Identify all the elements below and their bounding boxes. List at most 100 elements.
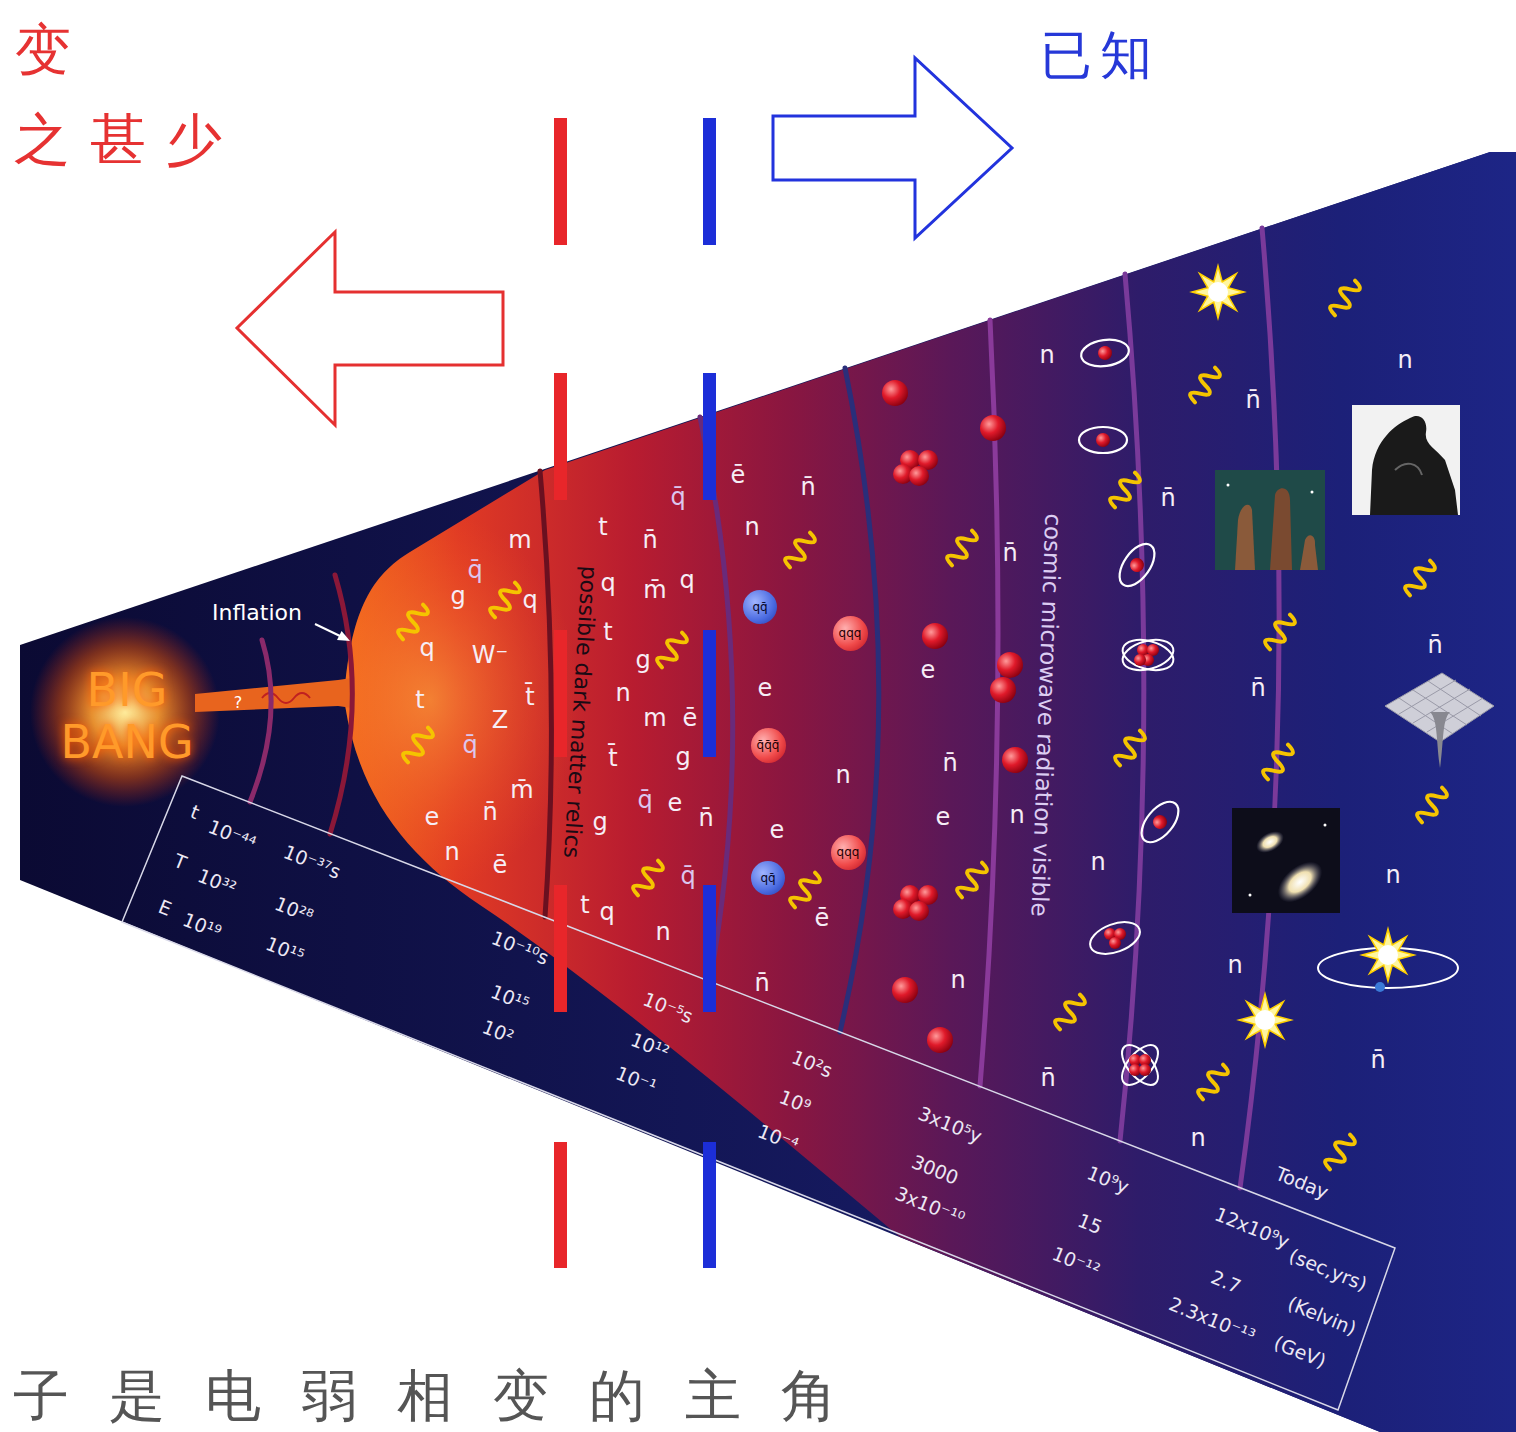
inflation-label: Inflation [212, 602, 302, 624]
particle-symbol: g [592, 810, 607, 834]
particle-symbol: m̄ [510, 778, 533, 802]
slide-text: 子是电弱相变的主角 [13, 1368, 877, 1424]
atoms [1079, 337, 1185, 1091]
quark-bound-state: qq̄ [751, 861, 785, 895]
particle-symbol: n [1039, 343, 1054, 367]
timeline-value: 10⁻¹ [613, 1063, 659, 1096]
quark-content: qqq [839, 627, 862, 639]
particle-symbol: n [950, 968, 965, 992]
particle-symbol: m [508, 528, 531, 552]
particle-symbol: n̄ [1245, 388, 1260, 412]
particle-symbol: n [835, 763, 850, 787]
particle-symbol: e [921, 658, 936, 682]
particle-symbol: n̄ [754, 971, 769, 995]
quark-bound-state: qq̄ [743, 590, 777, 624]
particle-symbol: n̄ [1370, 1048, 1385, 1072]
timeline-value: 10⁹ [777, 1087, 814, 1117]
particle-symbol: ē [493, 853, 508, 877]
particle-symbol: q [600, 571, 615, 595]
particle-symbol: n̄ [642, 528, 657, 552]
timeline-value: Today [1273, 1164, 1331, 1202]
thinker-picture [1352, 405, 1460, 515]
particle-symbol: n̄ [1160, 486, 1175, 510]
particle-symbol: q̄ [680, 864, 695, 888]
particle-symbol: n [1397, 348, 1412, 372]
particle-symbol: n̄ [1250, 676, 1265, 700]
timeline-value: 2.3x10⁻¹³ [1166, 1294, 1257, 1346]
quark-content: qq̄ [752, 601, 767, 613]
particle-symbol: n̄ [482, 800, 497, 824]
particle-symbol: W⁻ [472, 643, 508, 667]
particle-symbol: n [1009, 803, 1024, 827]
timeline-value: 10²⁸ [272, 894, 316, 926]
quark-bound-state: qqq [831, 835, 866, 870]
inflation-leader [315, 624, 350, 641]
timeline-value: (sec,yrs) [1286, 1246, 1369, 1294]
particle-symbol: g [450, 584, 465, 608]
particle-symbol: q [419, 636, 434, 660]
particle-symbol: e [936, 805, 951, 829]
boundary-dashes [554, 118, 716, 1268]
stars [1192, 266, 1458, 1046]
particle-symbol: ē [731, 463, 746, 487]
annotation-text: 已知 [1040, 29, 1160, 81]
particle-symbol: e [758, 676, 773, 700]
particle-symbol: n̄ [942, 751, 957, 775]
timeline-value: t [188, 802, 202, 822]
particle-symbol: n̄ [698, 806, 713, 830]
particle-symbol: n [655, 920, 670, 944]
particle-symbol: e [425, 805, 440, 829]
particle-symbol: n̄ [800, 475, 815, 499]
particle-symbol: q̄ [637, 788, 652, 812]
gravity-well-picture [1385, 673, 1494, 768]
particle-symbol: t [580, 893, 589, 917]
particle-symbol: n̄ [1040, 1066, 1055, 1090]
particle-symbol: t̄ [525, 685, 534, 709]
timeline-value: 10¹⁵ [263, 934, 307, 966]
particle-symbol: n [615, 681, 630, 705]
timeline-value: (GeV) [1271, 1333, 1328, 1371]
particle-symbol: n [1090, 850, 1105, 874]
particle-symbol: n̄ [1427, 633, 1442, 657]
timeline-value: 10⁻⁴⁴ [206, 817, 259, 853]
particle-symbol: Z [492, 708, 508, 732]
timeline-value: 10¹⁹ [180, 910, 224, 942]
timeline-value: 10⁻⁴ [755, 1121, 801, 1154]
particle-symbol: g [675, 745, 690, 769]
annotation-text: 之甚少 [14, 112, 242, 168]
particle-symbol: n [1190, 1126, 1205, 1150]
timeline-value: 3x10⁵y [916, 1104, 985, 1146]
particle-symbol: q [599, 900, 614, 924]
timeline-value: 10⁻³⁷s [281, 842, 343, 882]
particle-symbol: n [1227, 953, 1242, 977]
timeline-value: T [171, 851, 189, 873]
particle-symbol: ē [683, 706, 698, 730]
epoch-arcs [250, 228, 1279, 1188]
particle-symbol: q̄ [670, 485, 685, 509]
quark-content: qq̄ [760, 872, 775, 884]
particle-symbol: q̄ [462, 733, 477, 757]
particle-symbol: t̄ [608, 746, 617, 770]
particle-symbol: g [635, 648, 650, 672]
timeline-value: 10³² [195, 866, 239, 898]
timeline-value: 3x10⁻¹⁰ [893, 1184, 968, 1229]
quark-content: q̄q̄q̄ [757, 739, 780, 751]
particle-symbol: m̄ [643, 578, 666, 602]
era-label: cosmic microwave radiation visible [1027, 513, 1064, 917]
timeline-value: 15 [1075, 1211, 1105, 1238]
particle-symbol: e [770, 818, 785, 842]
quark-content: qqq [837, 846, 860, 858]
hot-plasma-region [345, 152, 1516, 1432]
timeline-value: E [156, 897, 174, 919]
galaxy-picture [1232, 808, 1340, 913]
unknown-arrow [237, 232, 503, 425]
particle-symbol: n̄ [1002, 541, 1017, 565]
timeline-value: 2.7 [1208, 1268, 1243, 1297]
particle-symbol: n [1385, 863, 1400, 887]
particle-symbol: q [679, 568, 694, 592]
particle-symbol: n [444, 840, 459, 864]
annotation-text: 变 [15, 22, 91, 78]
timeline-value: 10¹² [628, 1030, 672, 1062]
big-bang-label: BANG [60, 719, 193, 765]
